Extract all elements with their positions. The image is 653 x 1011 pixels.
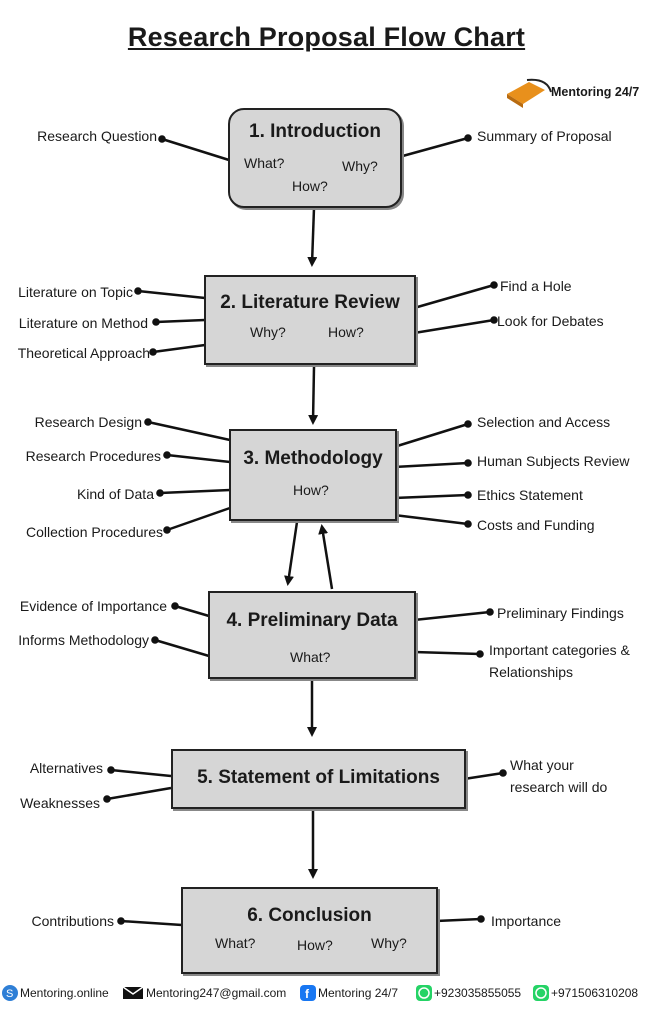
label-what-your: What your xyxy=(510,757,574,773)
box-title: 3. Methodology xyxy=(243,448,383,469)
box-sub-how: How? xyxy=(292,178,328,194)
box-sub-why: Why? xyxy=(250,324,286,340)
box-sub-what: What? xyxy=(215,935,256,951)
label-theoretical-approach: Theoretical Approach xyxy=(17,345,150,361)
label-find-a-hole: Find a Hole xyxy=(500,278,572,294)
label-literature-on-topic: Literature on Topic xyxy=(18,284,133,300)
website-text: Mentoring.online xyxy=(20,986,109,1000)
label-research-design: Research Design xyxy=(34,414,142,430)
methodology-box: 3. Methodology How? xyxy=(229,429,397,521)
label-summary-of-proposal: Summary of Proposal xyxy=(477,128,612,144)
label-literature-on-method: Literature on Method xyxy=(18,315,148,331)
website-icon: S xyxy=(2,985,18,1001)
label-selection-and-access: Selection and Access xyxy=(477,414,611,430)
literature-review-box: 2. Literature Review Why? How? xyxy=(204,275,416,365)
box-sub-how: How? xyxy=(328,324,364,340)
label-evidence-of-importance: Evidence of Importance xyxy=(19,598,167,614)
label-costs-and-funding: Costs and Funding xyxy=(477,517,595,533)
email-text: Mentoring247@gmail.com xyxy=(146,986,287,1000)
footer-email[interactable]: Mentoring247@gmail.com xyxy=(122,985,286,1001)
label-alternatives: Alternatives xyxy=(29,760,103,776)
envelope-icon xyxy=(122,985,144,1001)
label-research-will-do: research will do xyxy=(510,779,608,795)
facebook-text: Mentoring 24/7 xyxy=(318,986,399,1000)
label-weaknesses: Weaknesses xyxy=(20,795,100,811)
label-human-subjects-review: Human Subjects Review xyxy=(477,453,630,469)
phone2-text: +971506310208 xyxy=(551,986,639,1000)
footer-website[interactable]: S Mentoring.online xyxy=(2,985,109,1001)
footer-facebook[interactable]: f Mentoring 24/7 xyxy=(300,985,398,1001)
box-sub-why: Why? xyxy=(371,935,407,951)
whatsapp-icon xyxy=(533,985,549,1001)
box-sub-how: How? xyxy=(297,937,333,953)
label-informs-methodology: Informs Methodology xyxy=(18,632,149,648)
introduction-box: 1. Introduction What? Why? How? xyxy=(228,108,402,208)
box-title: 6. Conclusion xyxy=(247,905,372,926)
box-sub-how: How? xyxy=(293,482,329,498)
box-title: 4. Preliminary Data xyxy=(226,610,398,631)
footer-phone2[interactable]: +971506310208 xyxy=(533,985,638,1001)
preliminary-data-box: 4. Preliminary Data What? xyxy=(208,591,416,679)
limitations-box: 5. Statement of Limitations xyxy=(171,749,466,809)
label-contributions: Contributions xyxy=(31,913,115,929)
brand-name: Mentoring 24/7 xyxy=(551,85,640,99)
label-collection-procedures: Collection Procedures xyxy=(26,524,163,540)
box-title: 2. Literature Review xyxy=(220,292,400,313)
box-sub-what: What? xyxy=(244,155,285,171)
label-kind-of-data: Kind of Data xyxy=(76,486,154,502)
label-ethics-statement: Ethics Statement xyxy=(477,487,583,503)
brand-logo xyxy=(507,78,552,108)
box-title: 1. Introduction xyxy=(249,121,381,142)
label-research-question: Research Question xyxy=(37,128,157,144)
phone1-text: +923035855055 xyxy=(434,986,522,1000)
box-sub-why: Why? xyxy=(342,158,378,174)
label-look-for-debates: Look for Debates xyxy=(497,313,604,329)
box-title: 5. Statement of Limitations xyxy=(197,767,440,788)
svg-text:S: S xyxy=(6,988,13,1000)
label-importance: Importance xyxy=(491,913,562,929)
svg-text:f: f xyxy=(305,987,310,1001)
label-preliminary-findings: Preliminary Findings xyxy=(497,605,624,621)
label-relationships: Relationships xyxy=(489,664,574,680)
conclusion-box: 6. Conclusion What? How? Why? xyxy=(181,887,438,974)
box-sub-what: What? xyxy=(290,649,331,665)
label-research-procedures: Research Procedures xyxy=(25,448,161,464)
label-important-categories: Important categories & xyxy=(489,642,630,658)
whatsapp-icon xyxy=(416,985,432,1001)
footer: S Mentoring.online Mentoring247@gmail.co… xyxy=(0,982,653,1006)
footer-phone1[interactable]: +923035855055 xyxy=(416,985,521,1001)
page-title: Research Proposal Flow Chart xyxy=(127,22,526,52)
facebook-icon: f xyxy=(300,985,316,1001)
